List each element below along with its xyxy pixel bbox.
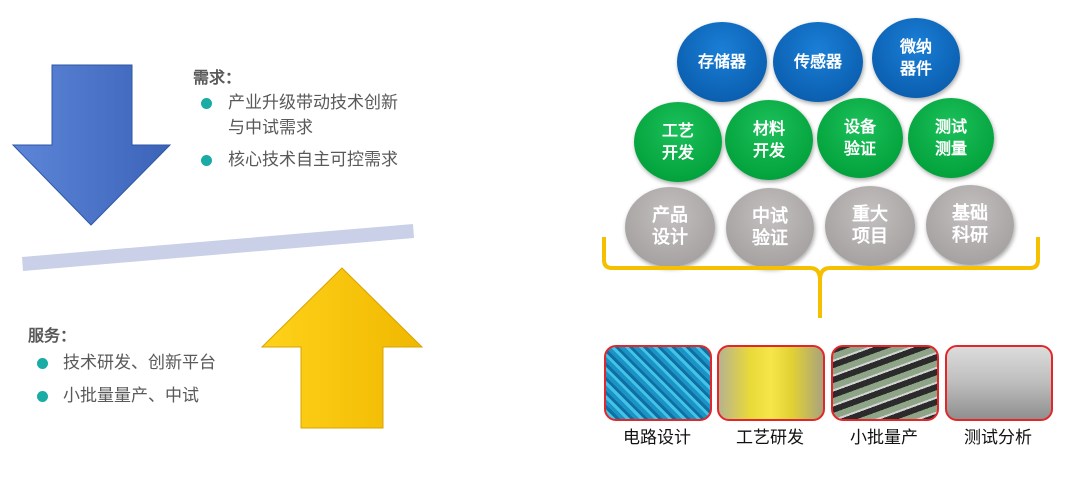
node-basic-research: 基础科研 <box>926 185 1014 265</box>
node-equipment: 设备验证 <box>817 98 903 178</box>
bullet-icon <box>37 391 48 402</box>
node-product-design: 产品设计 <box>625 187 715 267</box>
photo-circuit-design <box>604 345 712 421</box>
node-major-project: 重大项目 <box>825 186 915 266</box>
demand-item: 核心技术自主可控需求 <box>228 150 398 170</box>
node-memory: 存储器 <box>677 22 767 102</box>
down-arrow-icon <box>11 64 172 226</box>
bullet-icon <box>37 358 48 369</box>
photo-caption: 测试分析 <box>964 428 1032 448</box>
node-material: 材料开发 <box>725 100 813 180</box>
node-process: 工艺开发 <box>634 102 722 182</box>
bullet-icon <box>201 155 212 166</box>
photo-caption: 电路设计 <box>623 428 691 448</box>
photo-small-batch <box>831 345 939 421</box>
demand-item: 与中试需求 <box>228 118 313 138</box>
photo-process-rd <box>717 345 825 421</box>
node-micro-nano: 微纳器件 <box>872 18 960 98</box>
service-item: 小批量量产、中试 <box>63 386 199 406</box>
brace-icon <box>602 237 1040 318</box>
bullet-icon <box>201 98 212 109</box>
balance-line <box>22 224 414 271</box>
node-testing: 测试测量 <box>908 98 994 178</box>
arrows-graphic <box>11 64 424 429</box>
node-sensor: 传感器 <box>773 22 863 102</box>
demand-item: 产业升级带动技术创新 <box>228 93 398 113</box>
service-item: 技术研发、创新平台 <box>63 353 216 373</box>
photo-test-analysis <box>945 345 1053 421</box>
photo-caption: 工艺研发 <box>736 428 804 448</box>
service-title: 服务： <box>28 326 77 345</box>
photo-caption: 小批量产 <box>850 428 918 448</box>
up-arrow-icon <box>260 267 424 429</box>
demand-title: 需求： <box>193 68 242 87</box>
node-pilot-verification: 中试验证 <box>726 188 814 268</box>
